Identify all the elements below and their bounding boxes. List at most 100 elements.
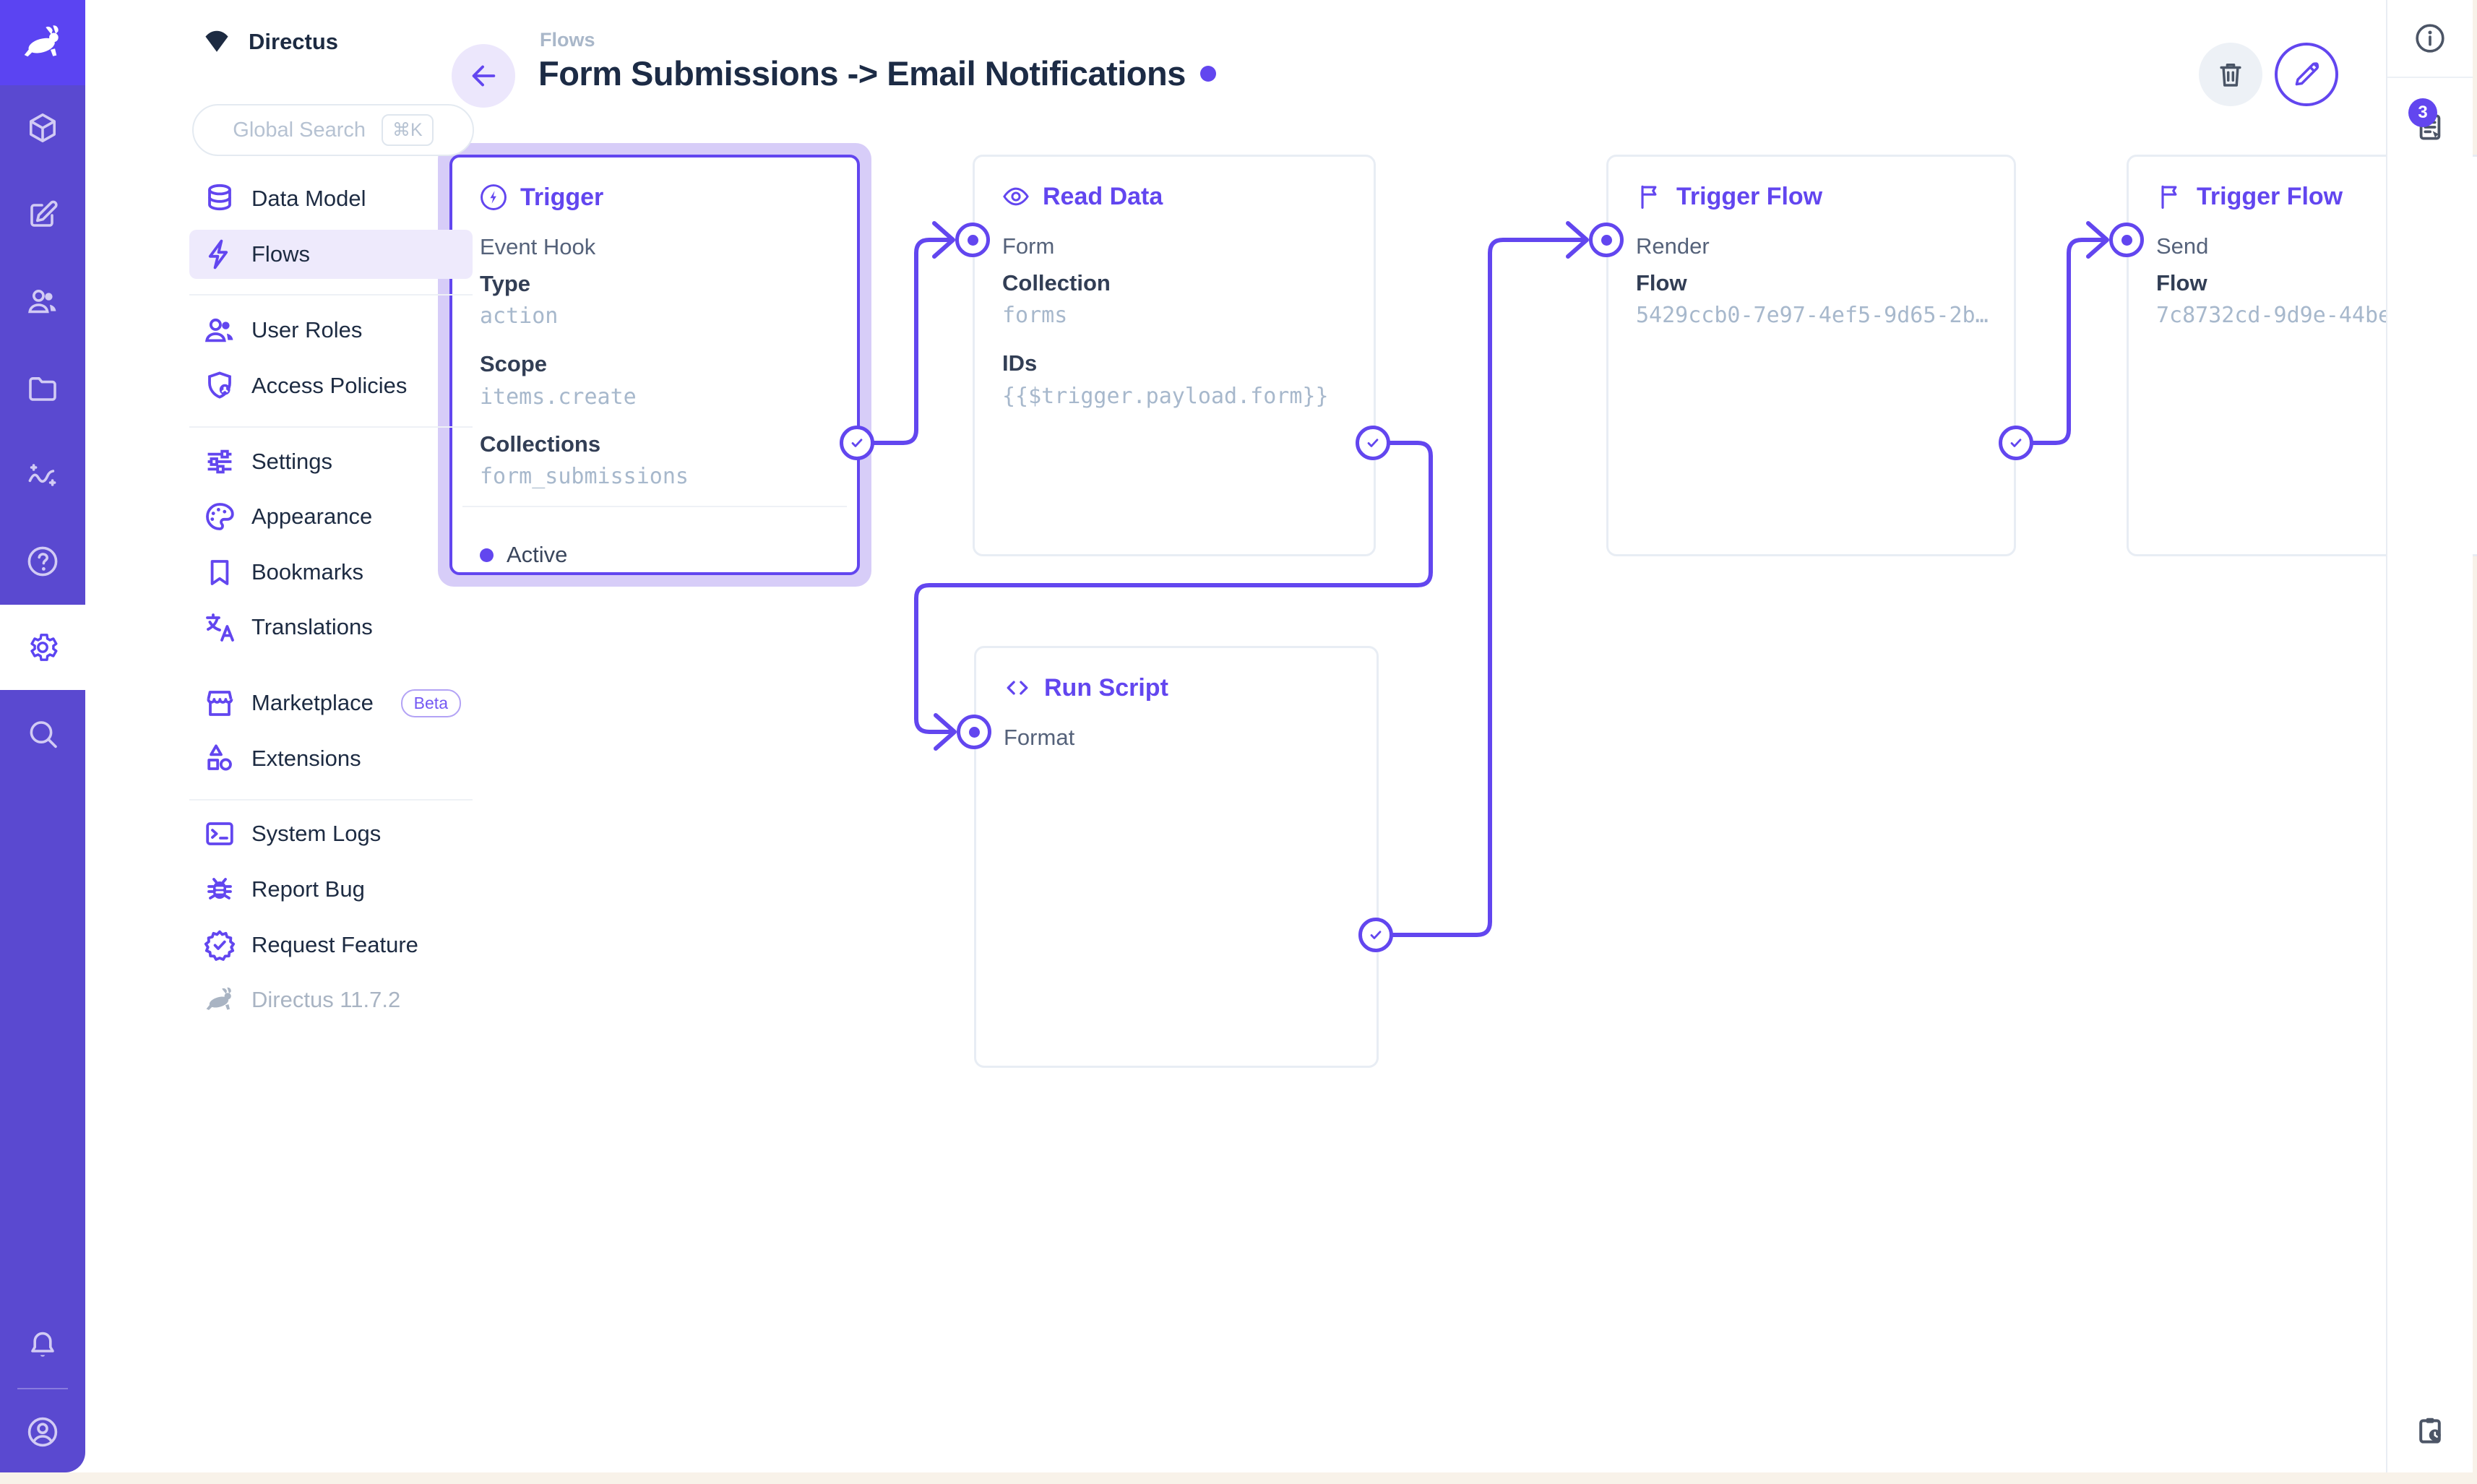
version-label: Directus 11.7.2 (251, 987, 401, 1012)
field-value: {{$trigger.payload.form}} (1002, 384, 1329, 409)
notifications-button[interactable] (0, 1303, 85, 1388)
node-title-row: Trigger Flow (2155, 181, 2343, 212)
module-files-button[interactable] (0, 345, 85, 431)
bolt-circle-icon (481, 184, 507, 210)
settings-gear-icon (30, 634, 58, 661)
node-title-row: Trigger Flow (1634, 181, 1822, 212)
module-users-button[interactable] (0, 259, 85, 344)
clipboard-clock-icon (2419, 1418, 2441, 1444)
sidebar-item-system-logs[interactable]: System Logs (189, 809, 473, 858)
page-title-text: Form Submissions -> Email Notifications (538, 54, 1186, 92)
flow-node-trigger[interactable]: Trigger Event Hook Type action Scope ite… (449, 155, 860, 575)
field-value: 5429ccb0-7e97-4ef5-9d65-2b… (1636, 303, 1989, 328)
project-name: Directus (249, 29, 339, 54)
bell-icon (31, 1332, 54, 1357)
sidebar-item-label: System Logs (251, 821, 382, 846)
input-port[interactable] (1589, 223, 1624, 257)
flow-node-read-data[interactable]: Read Data Form Collection forms IDs {{$t… (973, 155, 1376, 556)
port-dot (968, 726, 980, 738)
tune-icon (202, 444, 237, 479)
trigger-status: Active (480, 542, 567, 568)
edit-square-icon (30, 200, 58, 227)
module-help-button[interactable] (0, 519, 85, 604)
sidebar-item-label: Appearance (251, 504, 373, 529)
sidebar-item-settings[interactable]: Settings (189, 437, 473, 486)
sidebar-item-bookmarks[interactable]: Bookmarks (189, 548, 473, 597)
edit-flow-button[interactable] (2275, 43, 2338, 106)
shapes-icon (202, 741, 237, 776)
check-icon (2010, 439, 2022, 447)
flag-icon (1641, 185, 1657, 209)
sidebar-logs-button[interactable]: 3 (2387, 98, 2473, 152)
port-dot (967, 234, 978, 246)
arrow-left-icon (472, 65, 496, 87)
sidebar-item-access-policies[interactable]: Access Policies (189, 361, 473, 410)
trigger-subtitle: Event Hook (480, 234, 596, 259)
sidebar-item-label: Request Feature (251, 932, 418, 957)
directus-rabbit-icon (24, 25, 59, 57)
sidebar-item-flows[interactable]: Flows (189, 230, 473, 279)
bookmark-icon (202, 555, 237, 590)
input-port[interactable] (2109, 223, 2144, 257)
flow-node-trigger-flow-render[interactable]: Trigger Flow Render Flow 5429ccb0-7e97-4… (1606, 155, 2016, 556)
sidebar-item-data-model[interactable]: Data Model (189, 174, 473, 223)
check-icon (1370, 931, 1382, 939)
info-icon (2416, 24, 2444, 53)
field-label: Flow (2156, 270, 2207, 295)
node-title: Trigger (520, 183, 604, 211)
module-insights-button[interactable] (0, 432, 85, 517)
bolt-icon (202, 237, 237, 272)
project-logo[interactable] (0, 0, 85, 85)
input-port[interactable] (955, 223, 990, 257)
sidebar-item-translations[interactable]: Translations (189, 603, 473, 652)
sidebar-activity-button[interactable] (2387, 1407, 2473, 1454)
folder-icon (29, 377, 56, 401)
sidebar-info-button[interactable] (2387, 0, 2473, 78)
output-port[interactable] (840, 426, 874, 460)
output-port[interactable] (1999, 426, 2033, 460)
node-title: Run Script (1044, 673, 1168, 702)
breadcrumb[interactable]: Flows (540, 29, 595, 51)
delete-flow-button[interactable] (2199, 43, 2262, 106)
node-title: Trigger Flow (1676, 182, 1823, 210)
sidebar-item-report-bug[interactable]: Report Bug (189, 865, 473, 914)
project-header[interactable]: Directus (201, 20, 338, 64)
flag-icon (2161, 185, 2177, 209)
module-editor-button[interactable] (0, 172, 85, 257)
module-settings-button[interactable] (0, 605, 85, 690)
sidebar-item-marketplace[interactable]: Marketplace Beta (189, 678, 473, 728)
output-port[interactable] (1358, 918, 1393, 952)
flow-color-dot (1199, 65, 1216, 82)
input-port[interactable] (957, 715, 991, 749)
node-title-row: Trigger (478, 182, 603, 212)
divider (17, 1388, 68, 1389)
flow-node-run-script[interactable]: Run Script Format (974, 646, 1379, 1068)
sidebar-item-label: Access Policies (251, 373, 408, 398)
port-label: Send (2156, 233, 2209, 259)
storefront-icon (202, 686, 237, 720)
account-icon (27, 1417, 58, 1447)
node-title-row: Run Script (1002, 673, 1168, 703)
global-search-input[interactable]: Global Search ⌘K (192, 104, 474, 156)
search-icon (30, 721, 57, 749)
module-search-button[interactable] (0, 691, 85, 777)
sidebar-item-extensions[interactable]: Extensions (189, 734, 473, 783)
back-button[interactable] (452, 44, 515, 108)
eye-icon (1003, 187, 1029, 206)
field-label: IDs (1002, 350, 1038, 376)
module-content-button[interactable] (0, 85, 85, 171)
node-title: Read Data (1043, 182, 1163, 210)
logs-count-badge: 3 (2408, 98, 2437, 127)
sidebar-item-label: Data Model (251, 186, 366, 211)
sidebar-item-appearance[interactable]: Appearance (189, 492, 473, 541)
sidebar-item-user-roles[interactable]: User Roles (189, 306, 473, 355)
field-label: Scope (480, 351, 548, 376)
project-fan-icon (205, 30, 228, 52)
output-port[interactable] (1356, 426, 1390, 460)
sidebar-item-request-feature[interactable]: Request Feature (189, 920, 473, 970)
check-icon (851, 439, 863, 447)
divider (189, 294, 473, 295)
account-button[interactable] (0, 1389, 85, 1475)
node-title: Trigger Flow (2197, 182, 2343, 210)
translate-icon (202, 610, 237, 644)
